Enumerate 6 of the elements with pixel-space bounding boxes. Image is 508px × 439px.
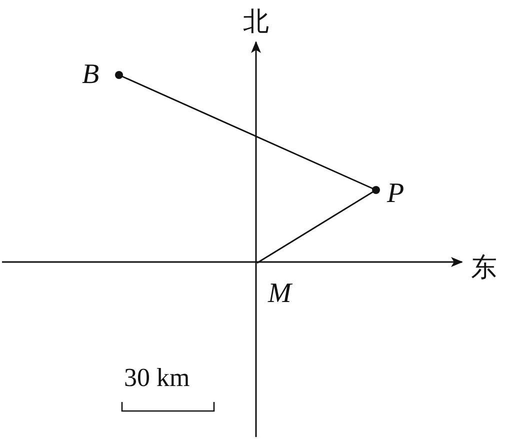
point-label: P <box>387 180 404 208</box>
direction-label: 北 <box>243 8 269 36</box>
point-label: M <box>268 280 292 308</box>
scale-label: 30 km <box>124 364 190 392</box>
direction-label: 东 <box>471 254 497 282</box>
point-label: B <box>82 61 100 89</box>
